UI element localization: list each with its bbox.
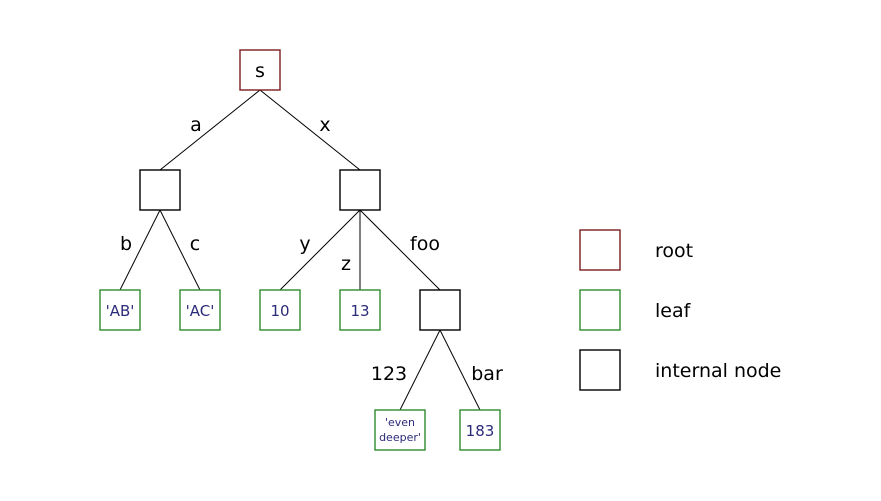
edge-label-z: z <box>341 253 351 275</box>
edge-label-foo: foo <box>410 233 440 255</box>
edge-a-c <box>159 209 201 291</box>
leaf-node-13: 13 <box>339 289 381 331</box>
leaf-node-ac-value: 'AC' <box>186 302 215 320</box>
leaf-node-13-value: 13 <box>350 302 369 320</box>
leaf-node-ac-box <box>179 289 221 331</box>
legend-internal-swatch <box>579 349 621 391</box>
legend: root leaf internal node <box>579 229 781 391</box>
leaf-node-ab-box <box>99 289 141 331</box>
leaf-node-183: 183 <box>459 409 501 451</box>
root-node-label: s <box>255 60 265 82</box>
leaf-node-ac: 'AC' <box>179 289 221 331</box>
legend-root-label: root <box>655 240 693 262</box>
leaf-node-10-value: 10 <box>270 302 289 320</box>
internal-node-x <box>339 169 381 211</box>
legend-leaf-label: leaf <box>655 300 692 322</box>
edge-labels: a x b c y z foo 123 bar <box>120 114 503 385</box>
leaf-node-ab: 'AB' <box>99 289 141 331</box>
edge-x-foo <box>359 209 441 291</box>
edge-a-b <box>119 209 161 291</box>
edges <box>119 89 481 411</box>
leaf-node-ab-value: 'AB' <box>106 302 135 320</box>
internal-node-foo <box>419 289 461 331</box>
edge-label-y: y <box>299 233 310 255</box>
edge-label-b: b <box>120 233 132 255</box>
leaf-node-183-value: 183 <box>466 422 495 440</box>
edge-label-bar: bar <box>471 363 503 385</box>
edge-label-123: 123 <box>371 363 407 385</box>
edge-label-a: a <box>190 114 202 136</box>
internal-node-a <box>139 169 181 211</box>
leaf-node-deeper-line1: 'even <box>385 416 415 429</box>
edge-s-x <box>259 89 361 171</box>
legend-root-swatch <box>579 229 621 271</box>
root-node-box <box>239 49 281 91</box>
leaf-node-deeper-line2: deeper' <box>379 431 421 444</box>
leaf-node-deeper: 'even deeper' <box>374 409 426 451</box>
legend-internal-label: internal node <box>655 360 781 382</box>
edge-foo-bar <box>439 329 481 411</box>
legend-leaf-swatch <box>579 289 621 331</box>
edge-foo-123 <box>399 329 441 411</box>
edge-label-x: x <box>319 114 330 136</box>
leaf-node-10-box <box>259 289 301 331</box>
leaf-node-10: 10 <box>259 289 301 331</box>
edge-x-y <box>279 209 361 291</box>
leaf-node-deeper-box <box>374 409 426 451</box>
edge-label-c: c <box>190 233 200 255</box>
edge-s-a <box>159 89 261 171</box>
leaf-node-183-box <box>459 409 501 451</box>
root-node: s <box>239 49 281 91</box>
leaf-node-13-box <box>339 289 381 331</box>
